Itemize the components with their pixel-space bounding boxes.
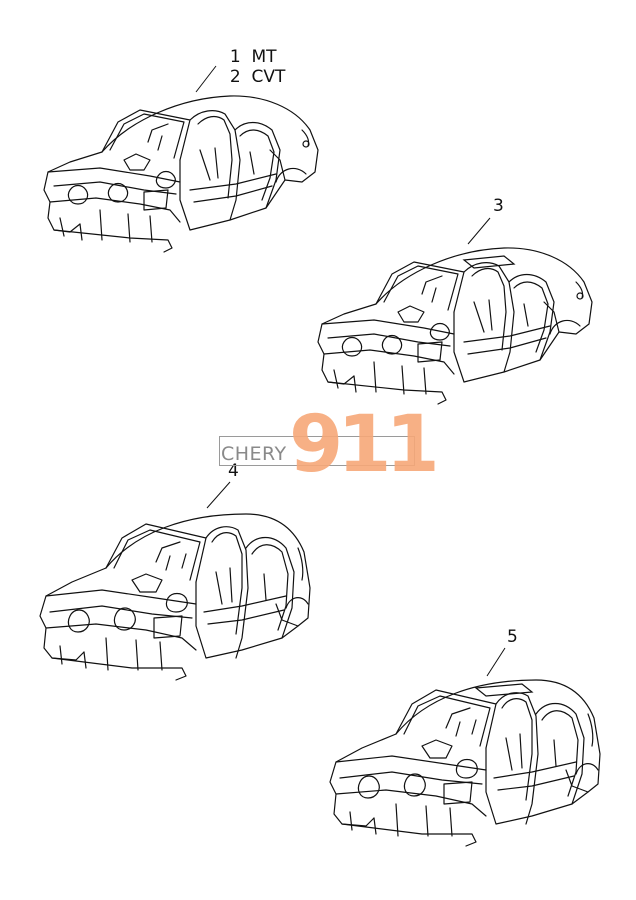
leader-line-3: [467, 217, 491, 245]
callout-1-number: 1: [229, 47, 241, 67]
watermark-brand: CHERY: [221, 443, 287, 465]
callout-5-number: 5: [507, 627, 518, 647]
car-body-shell-sedan-sunroof: [317, 247, 593, 405]
car-body-shell-hatchback-sunroof: [329, 679, 601, 847]
callout-3-number: 3: [493, 196, 504, 216]
watermark-frame: [219, 436, 415, 466]
car-body-shell-sedan-mt-cvt: [43, 95, 319, 253]
leader-line-5: [486, 647, 506, 677]
callout-2-number: 2: [229, 67, 241, 87]
car-body-shell-hatchback: [39, 513, 311, 681]
leader-line-1: [195, 65, 217, 93]
callout-1-label: 1 MT: [219, 27, 277, 67]
watermark: CHERY 911: [219, 406, 440, 484]
callout-2-text: CVT: [251, 67, 286, 87]
callout-1-text: MT: [251, 47, 277, 67]
watermark-number: 911: [289, 400, 440, 490]
callout-4-number: 4: [228, 461, 239, 481]
callout-2-label: 2 CVT: [219, 47, 286, 87]
leader-line-4: [206, 481, 231, 509]
